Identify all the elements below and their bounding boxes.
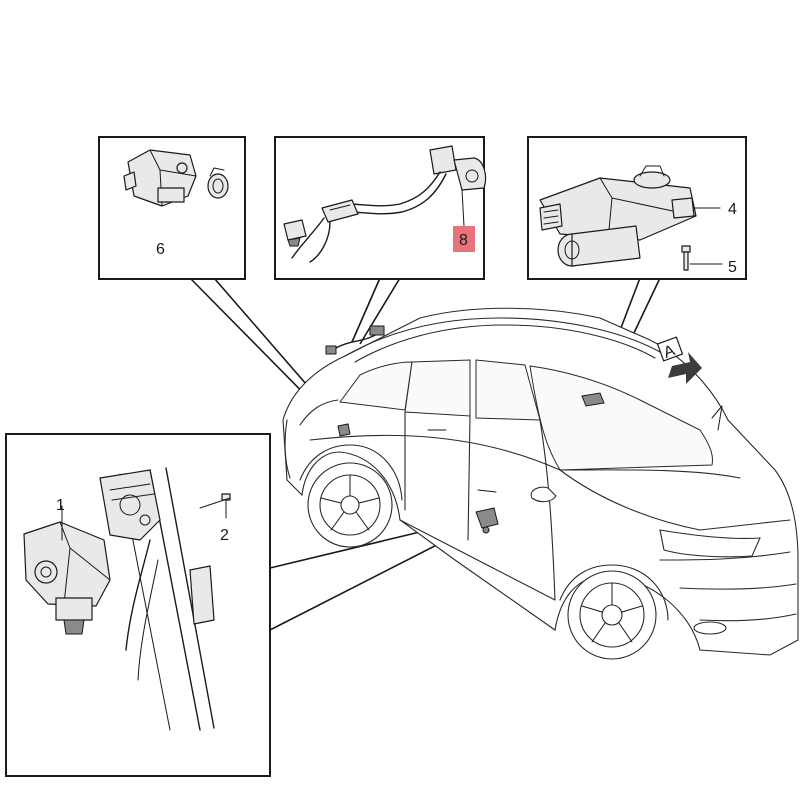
callout-1: 1 — [56, 497, 65, 514]
inset-tailgate-actuator: 6 — [98, 136, 246, 280]
callout-2: 2 — [220, 527, 229, 544]
car-part-markers — [325, 325, 605, 534]
inset-sunroof-motor: 4 5 — [527, 136, 747, 280]
inset-wiring-harness: 8 — [274, 136, 487, 280]
callout-5: 5 — [728, 259, 737, 276]
inset-door-lock: 1 2 — [5, 433, 271, 777]
highlight-box — [453, 226, 475, 252]
callout-8: 8 — [459, 232, 468, 249]
car-body — [282, 307, 799, 660]
callout-6: 6 — [156, 241, 165, 258]
view-arrow-a: A — [656, 336, 702, 384]
callout-4: 4 — [728, 201, 737, 218]
